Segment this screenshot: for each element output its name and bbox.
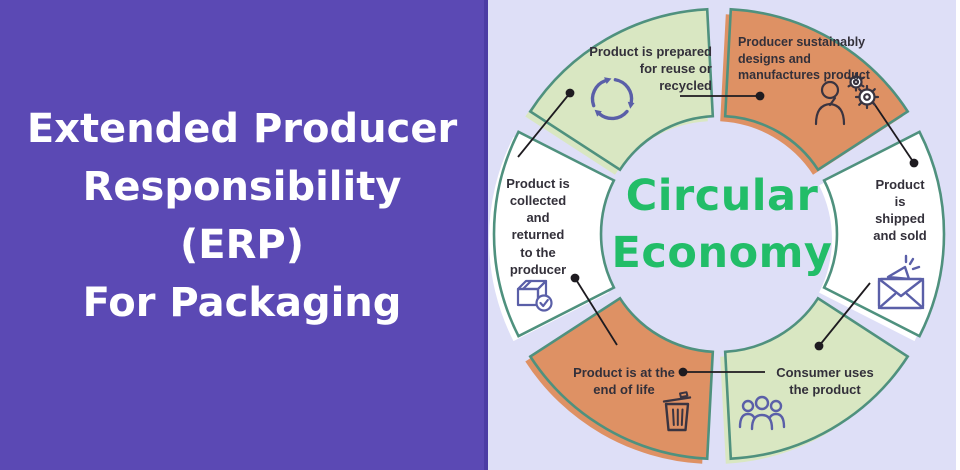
center-title-line2: Economy bbox=[611, 228, 833, 278]
connector-line bbox=[517, 92, 571, 158]
connector-lines bbox=[517, 88, 919, 377]
center-title: Circular Economy bbox=[592, 168, 852, 282]
megaphone-envelope-icon bbox=[877, 254, 925, 310]
page-title-line: (ERP) bbox=[179, 222, 304, 268]
segment-label-producer: Producer sustainably designs and manufac… bbox=[738, 35, 870, 82]
connector-dot bbox=[570, 273, 580, 283]
connector-dot bbox=[814, 341, 824, 351]
package-check-icon bbox=[516, 279, 553, 312]
segment-label-shipped: Product is shipped and sold bbox=[873, 177, 927, 244]
connector-dot bbox=[565, 88, 575, 98]
segment-label-prepared: Product is prepared for reuse or recycle… bbox=[589, 44, 712, 94]
connector-dot bbox=[909, 158, 919, 168]
segment-left-shape bbox=[492, 130, 616, 338]
connector-dot bbox=[678, 367, 688, 377]
consumers-icon bbox=[738, 395, 786, 431]
trash-icon bbox=[662, 391, 692, 432]
title-panel: Extended Producer Responsibility (ERP) F… bbox=[0, 0, 488, 470]
circular-economy-panel: Product is prepared for reuse or recycle… bbox=[488, 0, 956, 470]
segment-top-left-shape bbox=[528, 7, 715, 172]
designer-gears-icon bbox=[814, 72, 880, 126]
page-title-line: For Packaging bbox=[82, 280, 402, 326]
connector-line bbox=[872, 101, 915, 164]
connector-line bbox=[574, 277, 618, 346]
connector-line bbox=[818, 282, 871, 347]
recycle-icon bbox=[590, 77, 635, 121]
center-title-line1: Circular bbox=[625, 171, 819, 221]
page-title-line: Responsibility bbox=[82, 164, 402, 210]
connector-dot bbox=[755, 91, 765, 101]
segment-label-collected: Product is collected and returned to the… bbox=[506, 176, 570, 277]
gear-small bbox=[847, 72, 865, 92]
circular-economy-diagram bbox=[489, 7, 946, 464]
gear-large bbox=[854, 84, 880, 110]
segment-top-right-shape bbox=[723, 7, 910, 172]
segment-label-consumer: Consumer uses the product bbox=[776, 365, 874, 398]
page-title-line: Extended Producer bbox=[26, 106, 458, 152]
segment-label-end-of-life: Product is at the end of life bbox=[573, 365, 675, 398]
